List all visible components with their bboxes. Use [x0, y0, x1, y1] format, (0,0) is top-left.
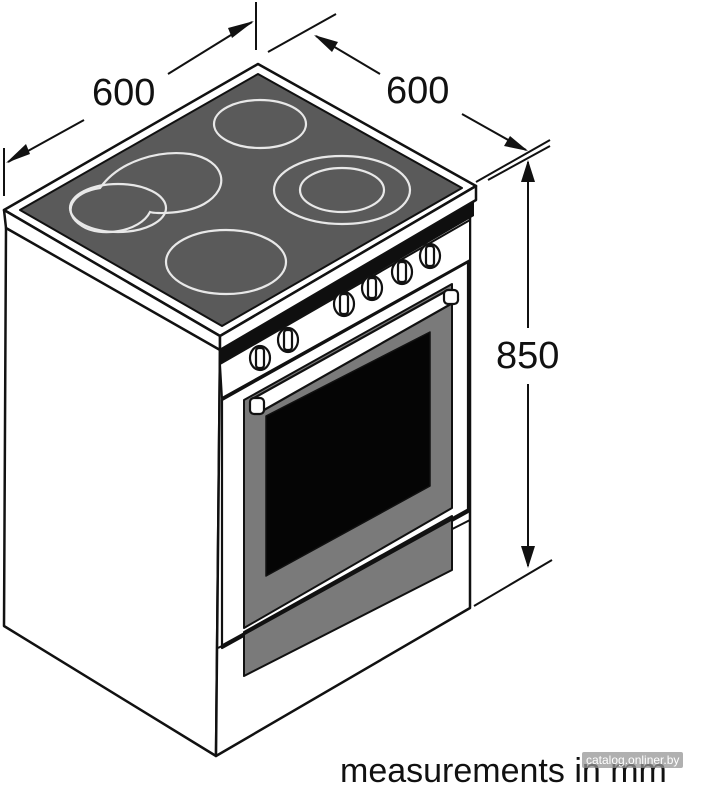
depth-arrow-bottom	[504, 136, 528, 151]
burner-right-inner	[298, 166, 386, 214]
knob-1[interactable]	[248, 344, 272, 372]
width-arrow-right	[228, 21, 254, 38]
oven-window	[265, 331, 431, 577]
burner-left-inner	[68, 182, 168, 234]
hob-frame-edge-right	[218, 184, 478, 352]
burner-right-outer	[272, 154, 412, 226]
height-arrow-bottom	[521, 546, 535, 568]
knob-6[interactable]	[418, 242, 442, 270]
knob-3[interactable]	[332, 290, 356, 318]
source-watermark: catalog.onliner.by	[582, 752, 684, 769]
control-knobs	[248, 242, 442, 372]
burner-rear	[212, 98, 308, 150]
oven-handle[interactable]	[248, 288, 460, 416]
oven-lower-panel	[243, 515, 453, 677]
oven-door	[220, 260, 470, 677]
height-extension-bottom	[473, 559, 553, 607]
knob-4[interactable]	[360, 274, 384, 302]
depth-arrow-top	[314, 35, 338, 52]
burner-left-oval	[69, 152, 223, 234]
hob-burners	[68, 98, 412, 296]
control-strip-dark	[220, 202, 474, 364]
height-dimension-label: 850	[496, 335, 560, 377]
width-arrow-left	[6, 144, 30, 163]
dimension-arrowheads	[6, 21, 535, 568]
width-dimension-label: 600	[92, 72, 156, 114]
burner-front	[164, 228, 288, 296]
oven-door-bottom-edge	[221, 508, 469, 648]
depth-dimension-label: 600	[386, 70, 450, 112]
depth-extension-bottom	[475, 139, 551, 183]
depth-extension-top	[267, 13, 337, 53]
height-arrow-top	[521, 160, 535, 182]
hob-surface	[19, 73, 463, 327]
height-extension-top	[487, 145, 551, 181]
hob-top	[2, 62, 478, 352]
knob-2[interactable]	[276, 326, 300, 354]
knob-5[interactable]	[390, 258, 414, 286]
